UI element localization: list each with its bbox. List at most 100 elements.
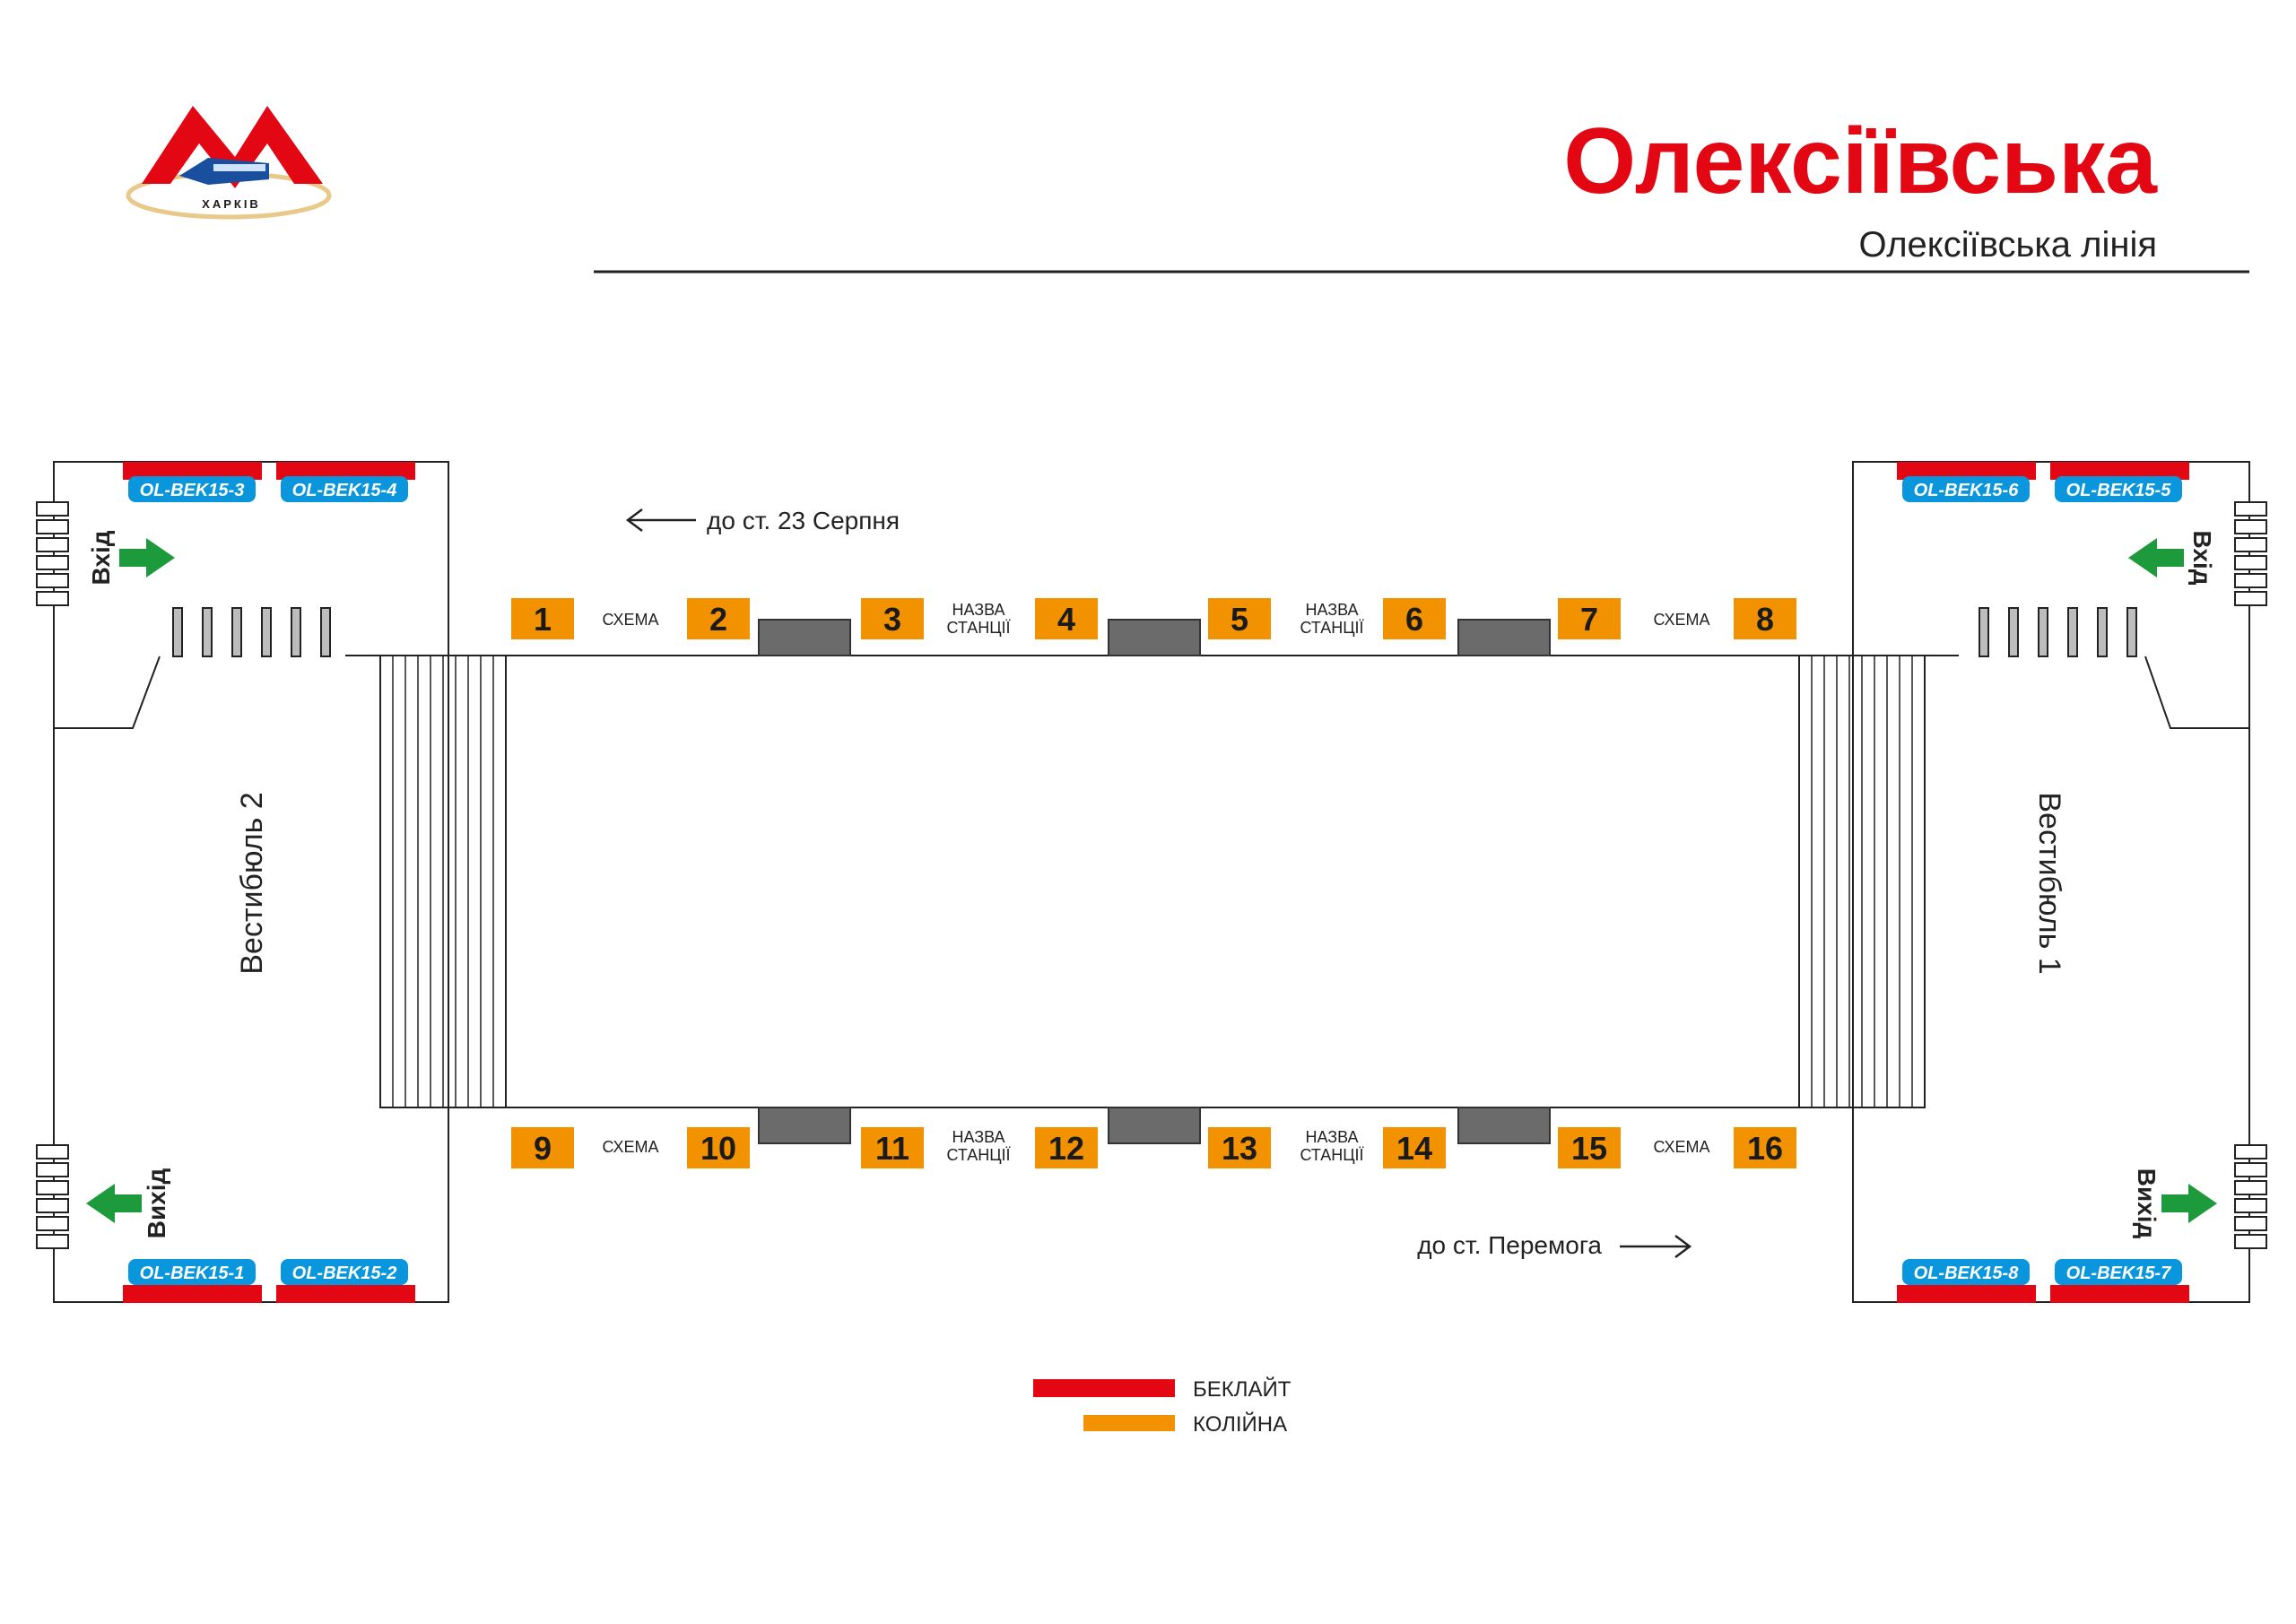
track-ad-number: 16 bbox=[1747, 1130, 1783, 1167]
legend-label: КОЛІЙНА bbox=[1193, 1411, 1287, 1437]
door-group-top bbox=[2234, 501, 2267, 606]
partition-line bbox=[2144, 656, 2249, 729]
code-badge-label: OL-BEK15-5 bbox=[2066, 481, 2172, 500]
line-name: Олексіївська лінія bbox=[1859, 225, 2157, 265]
legend: БЕКЛАЙТ КОЛІЙНА bbox=[1033, 1376, 1292, 1437]
track-ad-number: 15 bbox=[1571, 1130, 1607, 1167]
bench bbox=[1457, 1107, 1551, 1144]
track-ad-number: 3 bbox=[883, 601, 901, 638]
track-ad-box bbox=[861, 1127, 924, 1168]
track-ad-number: 9 bbox=[534, 1130, 552, 1167]
code-badge-label: OL-BEK15-8 bbox=[1914, 1264, 2020, 1283]
platform-sign-label: НАЗВА bbox=[1305, 601, 1358, 619]
vestibule-right: OL-BEK15-6 OL-BEK15-5 OL-BEK15-8 OL-BEK1… bbox=[1852, 461, 2267, 1303]
track-ad-number: 6 bbox=[1405, 601, 1423, 638]
code-badge bbox=[128, 476, 256, 502]
track-ad-box bbox=[687, 598, 750, 639]
code-badge bbox=[281, 476, 408, 502]
exit-arrow-icon bbox=[2161, 1184, 2217, 1223]
track-ad-number: 8 bbox=[1756, 601, 1774, 638]
legend-swatch-backlight bbox=[1033, 1379, 1175, 1397]
legend-swatch-track bbox=[1083, 1415, 1175, 1431]
track-ad-box bbox=[1035, 598, 1098, 639]
track-ad-box bbox=[1558, 1127, 1621, 1168]
platform-sign-label: СТАНЦІЇ bbox=[946, 619, 1010, 637]
track-ad-box bbox=[511, 598, 574, 639]
code-badge-label: OL-BEK15-4 bbox=[292, 481, 397, 500]
logo-m-letter bbox=[142, 106, 323, 188]
code-badge bbox=[2055, 1259, 2182, 1285]
partition-line bbox=[54, 656, 161, 729]
track-ad-number: 10 bbox=[700, 1130, 736, 1167]
legend-label: БЕКЛАЙТ bbox=[1193, 1376, 1292, 1402]
metro-logo: ХАРКІВ bbox=[126, 106, 332, 220]
platform-sign-label: СТАНЦІЇ bbox=[1300, 1146, 1363, 1164]
logo-city-text: ХАРКІВ bbox=[202, 197, 261, 211]
direction-bottom: до ст. Перемога bbox=[1417, 1231, 1692, 1259]
vestibule-name: Вестибюль 1 bbox=[2032, 792, 2066, 974]
door-group-bottom bbox=[36, 1144, 69, 1249]
track-ad-number: 4 bbox=[1057, 601, 1075, 638]
track-ad-box bbox=[1734, 1127, 1796, 1168]
station-title: Олексіївська bbox=[1563, 109, 2158, 213]
backlight-bar bbox=[123, 462, 262, 480]
platform-sign-label: СТАНЦІЇ bbox=[1300, 619, 1363, 637]
logo-train-windows bbox=[213, 164, 265, 171]
platform-sign-label: НАЗВА bbox=[952, 1128, 1004, 1146]
track-ad-box bbox=[1383, 1127, 1446, 1168]
entrance-label: Вхід bbox=[2188, 531, 2216, 586]
platform-sign-label: СХЕМА bbox=[1654, 611, 1710, 629]
entrance-label: Вхід bbox=[87, 530, 115, 585]
track-ad-box bbox=[1558, 598, 1621, 639]
platform-sign-label: СХЕМА bbox=[603, 1138, 659, 1156]
track-ad-number: 7 bbox=[1580, 601, 1598, 638]
code-badge bbox=[1902, 476, 2030, 502]
direction-label: до ст. Перемога bbox=[1417, 1231, 1602, 1259]
track-ad-number: 2 bbox=[709, 601, 727, 638]
backlight-bar bbox=[2050, 1285, 2189, 1303]
door-group-top bbox=[36, 501, 69, 606]
track-ad-box bbox=[1734, 598, 1796, 639]
track-ad-number: 12 bbox=[1048, 1130, 1084, 1167]
code-badge bbox=[1902, 1259, 2030, 1285]
track-ad-number: 11 bbox=[875, 1130, 909, 1167]
exit-label: Вихід bbox=[143, 1168, 170, 1238]
direction-top: до ст. 23 Серпня bbox=[625, 507, 900, 534]
track-ad-box bbox=[1035, 1127, 1098, 1168]
track-ad-box bbox=[1208, 598, 1271, 639]
door-group-bottom bbox=[2234, 1144, 2267, 1249]
turnstile-row bbox=[1979, 607, 2137, 657]
stairs-left bbox=[379, 655, 507, 1108]
code-badge bbox=[281, 1259, 408, 1285]
backlight-bar bbox=[123, 1285, 262, 1303]
bench bbox=[1108, 619, 1201, 656]
track-ad-number: 1 bbox=[534, 601, 552, 638]
track-ad-box bbox=[1383, 598, 1446, 639]
platform-sign-label: НАЗВА bbox=[1305, 1128, 1358, 1146]
direction-arrowhead-icon bbox=[625, 508, 643, 532]
platform-sign-label: СТАНЦІЇ bbox=[946, 1146, 1010, 1164]
platform-sign-label: СХЕМА bbox=[603, 611, 659, 629]
backlight-bar bbox=[276, 462, 415, 480]
bench bbox=[1108, 1107, 1201, 1144]
exit-label: Вихід bbox=[2133, 1168, 2161, 1239]
code-badge-label: OL-BEK15-6 bbox=[1914, 481, 2020, 500]
track-ad-number: 5 bbox=[1231, 601, 1248, 638]
stairs-right bbox=[1798, 655, 1926, 1108]
track-ad-number: 14 bbox=[1396, 1130, 1432, 1167]
platform-sign-label: НАЗВА bbox=[952, 601, 1004, 619]
code-badge-label: OL-BEK15-1 bbox=[140, 1264, 245, 1283]
code-badge-label: OL-BEK15-3 bbox=[140, 481, 245, 500]
code-badge-label: OL-BEK15-7 bbox=[2066, 1264, 2172, 1283]
vestibule-left: OL-BEK15-3 OL-BEK15-4 OL-BEK15-1 OL-BEK1… bbox=[36, 461, 449, 1303]
entrance-arrow-icon bbox=[119, 538, 175, 578]
platform-sign-label: СХЕМА bbox=[1654, 1138, 1710, 1156]
backlight-bar bbox=[1897, 462, 2036, 480]
turnstile-row bbox=[172, 607, 331, 657]
backlight-bar bbox=[276, 1285, 415, 1303]
track-ad-box bbox=[511, 1127, 574, 1168]
